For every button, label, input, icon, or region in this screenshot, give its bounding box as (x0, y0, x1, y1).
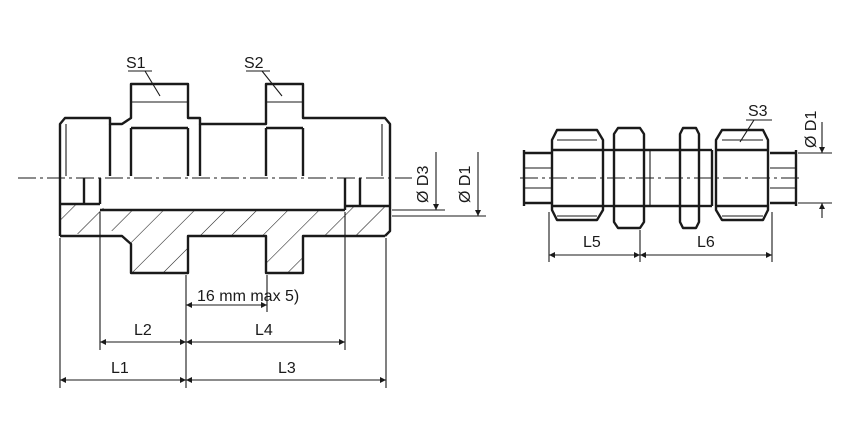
right-tube (770, 151, 796, 205)
label-16mm-note: 16 mm max 5) (197, 288, 299, 305)
label-d1-right: Ø D1 (803, 111, 820, 148)
lock-nut (678, 126, 701, 230)
left-body-lower-outline (60, 234, 385, 275)
left-body-outline (58, 82, 392, 237)
left-nut (550, 128, 605, 222)
label-s3: S3 (748, 103, 768, 120)
right-fitting-view: S3 L5 L6 Ø D1 (520, 103, 832, 262)
label-l5: L5 (583, 234, 601, 251)
label-s2: S2 (244, 55, 264, 72)
s2-leader (261, 70, 283, 97)
right-nut (714, 128, 770, 222)
label-l6: L6 (697, 234, 715, 251)
label-l1: L1 (111, 360, 129, 377)
label-l2: L2 (134, 322, 152, 339)
left-tube (524, 151, 552, 205)
label-s1: S1 (126, 55, 146, 72)
section-hatch (60, 204, 385, 273)
left-fitting-view: S1 S2 16 mm max 5) L2 L4 L1 L3 Ø D3 Ø D1 (18, 55, 486, 388)
label-l4: L4 (255, 322, 273, 339)
s3-leader (739, 119, 755, 143)
s1-leader (144, 70, 161, 97)
label-d3: Ø D3 (415, 166, 432, 203)
label-d1-left: Ø D1 (457, 166, 474, 203)
label-l3: L3 (278, 360, 296, 377)
body-hex-left (612, 126, 646, 230)
